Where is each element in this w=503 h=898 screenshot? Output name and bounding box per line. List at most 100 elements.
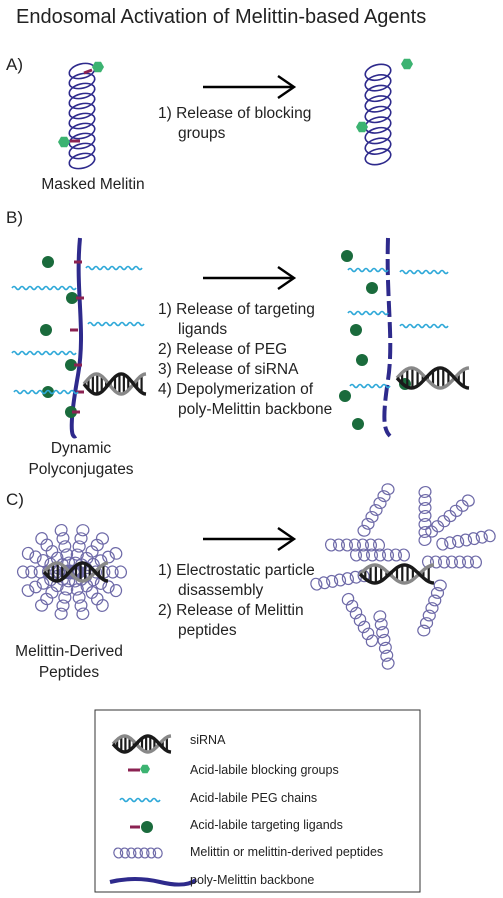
helix-turn: [16, 565, 30, 579]
helix-turn: [90, 538, 104, 552]
helix-turn: [377, 490, 391, 503]
helix-turn: [365, 634, 379, 648]
helix-turn: [54, 607, 68, 620]
helix-turn: [318, 576, 331, 590]
targeting-ligand-dot: [65, 359, 77, 371]
dna-strand-dark: [358, 563, 435, 585]
helix-turn: [60, 548, 74, 561]
helix-turn: [364, 147, 392, 166]
released-peptide: [341, 592, 379, 648]
polyconjugate-backbone: [69, 237, 83, 439]
helix-turn: [341, 592, 355, 606]
helix-turn: [68, 92, 96, 110]
helix-turn: [349, 548, 363, 562]
dna-strand-gray: [358, 563, 435, 585]
dna-strand-dark: [82, 372, 147, 396]
helix-turn: [365, 510, 379, 523]
helix-turn: [68, 72, 96, 90]
released-peptide: [357, 483, 395, 537]
helix-turn: [340, 538, 354, 552]
targeting-ligand-dot: [65, 406, 77, 418]
helix-turn: [365, 548, 379, 562]
helix-turn: [72, 591, 86, 604]
helix-turn: [345, 599, 359, 613]
panel-b-caption-line: Dynamic: [50, 440, 112, 457]
panel-b-step-line: 4) Depolymerization of: [158, 381, 314, 398]
helix-turn: [357, 524, 371, 537]
helix-turn: [348, 538, 362, 552]
helix-turn: [418, 509, 432, 523]
helix-turn: [428, 594, 442, 607]
helix-turn: [417, 624, 431, 637]
helix-turn: [461, 494, 475, 507]
melittin-helix-icon: [113, 847, 163, 859]
legend-label-peg-chains: Acid-labile PEG chains: [190, 791, 318, 805]
helix-turn: [45, 545, 59, 559]
helix-turn: [373, 610, 387, 623]
helix-turn: [418, 517, 432, 531]
helix-turn: [369, 504, 383, 516]
targeting-ligand-dot: [141, 821, 153, 833]
released-peg-chain: [347, 310, 389, 316]
helix-turn: [70, 583, 84, 596]
helix-turn: [444, 536, 457, 550]
helix-turn: [433, 579, 447, 592]
helix-turn: [36, 576, 50, 590]
masked-melittin-helix: [68, 62, 96, 170]
released-ligand-dot: [356, 354, 368, 366]
helix-turn: [29, 550, 42, 564]
helix-turn: [378, 641, 392, 654]
helix-turn: [58, 540, 72, 553]
helix-turn: [373, 497, 387, 510]
backbone-icon: [109, 877, 198, 887]
helix-turn: [21, 546, 35, 561]
helix-turn: [373, 548, 387, 562]
released-ligand-dot: [339, 390, 351, 402]
helix-turn: [119, 847, 130, 859]
helix-turn: [74, 599, 88, 612]
helix-turn: [381, 548, 395, 562]
helix-turn: [389, 548, 403, 562]
helix-turn: [431, 520, 445, 533]
targeting-ligand-dot: [40, 324, 52, 336]
targeting-ligand-icon: [130, 821, 153, 833]
helix-turn: [54, 523, 68, 537]
helix-turn: [418, 501, 432, 515]
helix-turn: [483, 529, 496, 543]
helix-turn: [85, 545, 99, 558]
helix-turn: [36, 554, 50, 568]
particle-sirna: [42, 561, 109, 583]
helix-turn: [68, 112, 96, 130]
helix-turn: [376, 626, 390, 639]
helix-turn: [85, 585, 99, 599]
panel-a-label: A): [6, 55, 23, 74]
panel-a-step-line: groups: [178, 125, 226, 142]
targeting-ligand-dot: [42, 386, 54, 398]
helix-turn: [419, 617, 434, 629]
helix-turn: [56, 532, 70, 545]
helix-turn: [418, 533, 432, 547]
targeting-ligand-dot: [66, 292, 78, 304]
helix-turn: [29, 580, 42, 594]
released-peptide: [436, 529, 496, 551]
panel-c-label: C): [6, 490, 24, 509]
helix-turn: [459, 533, 473, 547]
helix-turn: [126, 847, 137, 859]
released-peptide: [349, 548, 411, 562]
peg-chain: [87, 321, 145, 327]
dna-strand-gray: [82, 372, 147, 396]
helix-turn: [113, 847, 124, 859]
helix-turn: [356, 538, 370, 552]
helix-turn: [35, 532, 48, 545]
helix-turn: [353, 613, 367, 627]
helix-turn: [443, 509, 457, 523]
helix-turn: [361, 627, 375, 641]
helix-turn: [68, 132, 96, 150]
helix-turn: [25, 565, 38, 579]
blocking-group-hexagon: [58, 136, 70, 148]
panel-b-label: B): [6, 208, 23, 227]
dna-strand-dark: [395, 366, 470, 390]
peg-chain: [11, 350, 77, 356]
helix-turn: [364, 63, 392, 82]
helix-turn: [56, 599, 70, 612]
